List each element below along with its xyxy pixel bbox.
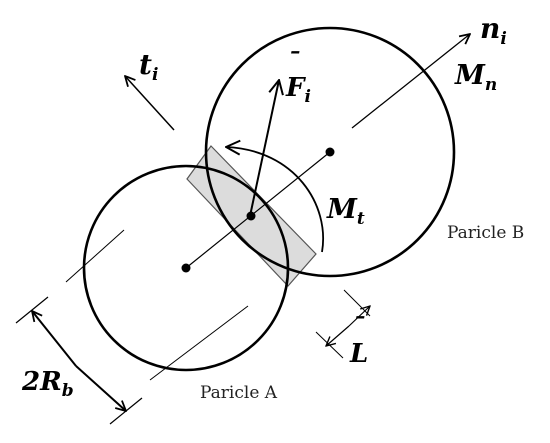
svg-text:Fi: Fi	[285, 73, 311, 107]
tangential-label: ti	[139, 48, 158, 85]
diameter-dimension-tick	[109, 397, 143, 425]
diameter-extension-line	[65, 229, 125, 283]
normal-label: ni	[480, 12, 507, 49]
radius-label: 2Rb	[21, 367, 74, 401]
center-line	[185, 151, 331, 269]
force-label: ¯ Fi	[285, 48, 311, 107]
diameter-dimension-tick	[15, 296, 49, 324]
particle-b-label: Paricle B	[447, 223, 524, 243]
particle-b-circle	[204, 26, 456, 278]
normal-direction-arrow	[351, 34, 470, 129]
diameter-dimension-arrow	[75, 365, 126, 411]
bond-length-extension	[315, 331, 344, 359]
diameter-extension-line	[149, 305, 249, 381]
normal-moment-label: Mn	[454, 60, 497, 95]
particle-b-center	[325, 147, 335, 157]
force-arrow	[249, 80, 279, 217]
twisting-moment-label: Mt	[326, 194, 365, 229]
particle-a-label: Paricle A	[200, 383, 278, 403]
tangential-direction-arrow	[125, 76, 175, 131]
bond-length-arrow	[326, 325, 350, 346]
svg-text:¯: ¯	[352, 313, 365, 343]
twisting-moment-arc	[226, 147, 324, 253]
bond-length-label: ¯ L	[349, 313, 368, 369]
bond-center	[246, 211, 256, 221]
svg-text:¯: ¯	[287, 48, 300, 78]
bond-length-arrow	[348, 306, 370, 327]
diameter-dimension-arrow	[32, 311, 77, 367]
svg-text:L: L	[349, 339, 368, 369]
particle-a-center	[181, 263, 191, 273]
